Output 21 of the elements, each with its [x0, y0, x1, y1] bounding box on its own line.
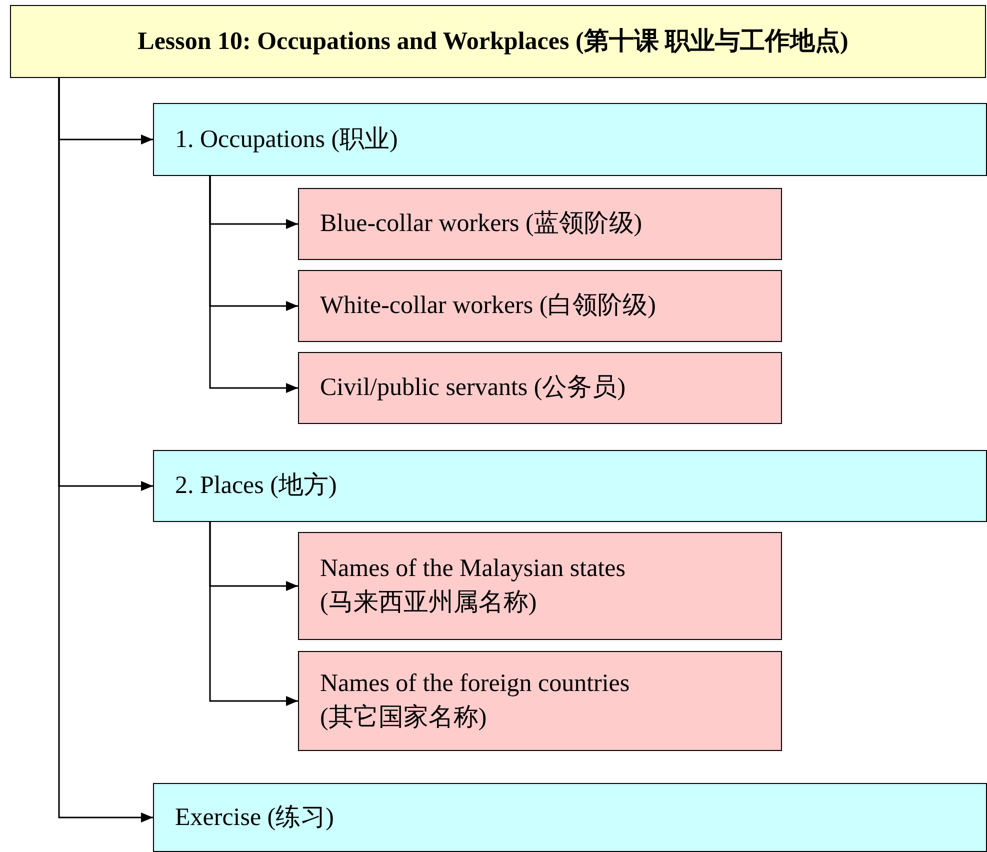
- arrow: [209, 176, 298, 393]
- section-box: [153, 450, 987, 522]
- topic-text: Names of the foreign countries (其它国家名称): [320, 669, 631, 733]
- topic-box: [298, 532, 782, 640]
- arrow: [58, 78, 153, 822]
- title-text: Lesson 10: Occupations and Workplaces (第十课 职业与工作地点): [138, 26, 848, 57]
- topic-box: [298, 270, 782, 342]
- topic-text: 1. Occupations (职业): [175, 124, 398, 155]
- title-box: [10, 5, 986, 78]
- topic-text: White-collar workers (白领阶级): [320, 291, 656, 322]
- topic-text: Civil/public servants (公务员): [320, 373, 626, 404]
- topic-text: Exercise (练习): [175, 802, 334, 833]
- section-box: [153, 783, 987, 852]
- topic-box: [298, 188, 782, 260]
- topic-box: [298, 352, 782, 424]
- section-box: [153, 103, 987, 176]
- topic-text: 2. Places (地方): [175, 470, 337, 502]
- arrow: [209, 522, 298, 706]
- topic-text: Names of the Malaysian states (马来西亚州属名称): [320, 554, 626, 618]
- topic-text: Blue-collar workers (蓝领阶级): [320, 209, 642, 240]
- topic-box: [298, 651, 782, 751]
